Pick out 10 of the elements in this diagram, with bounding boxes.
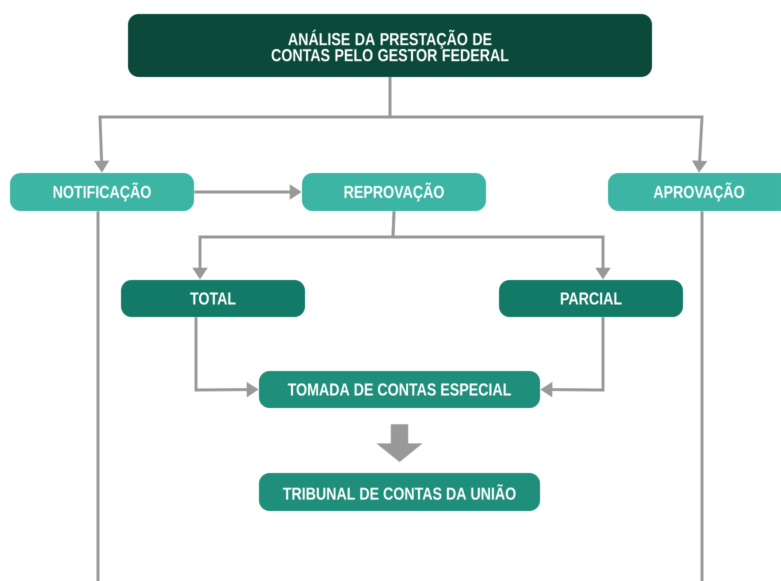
connector-line: [96, 211, 100, 581]
process-box: TOTAL: [121, 280, 305, 318]
process-box: NOTIFICAÇÃO: [10, 173, 194, 211]
process-box: APROVAÇÃO: [608, 173, 781, 211]
process-box: ANÁLISE DA PRESTAÇÃO DE CONTAS PELO GESTOR FEDERAL: [128, 14, 652, 77]
process-box: TRIBUNAL DE CONTAS DA UNIÃO: [258, 473, 540, 511]
connector-line: [700, 211, 704, 581]
process-box: REPROVAÇÃO: [302, 173, 486, 211]
process-box: TOMADA DE CONTAS ESPECIAL: [258, 370, 540, 408]
process-box: PARCIAL: [499, 280, 683, 318]
